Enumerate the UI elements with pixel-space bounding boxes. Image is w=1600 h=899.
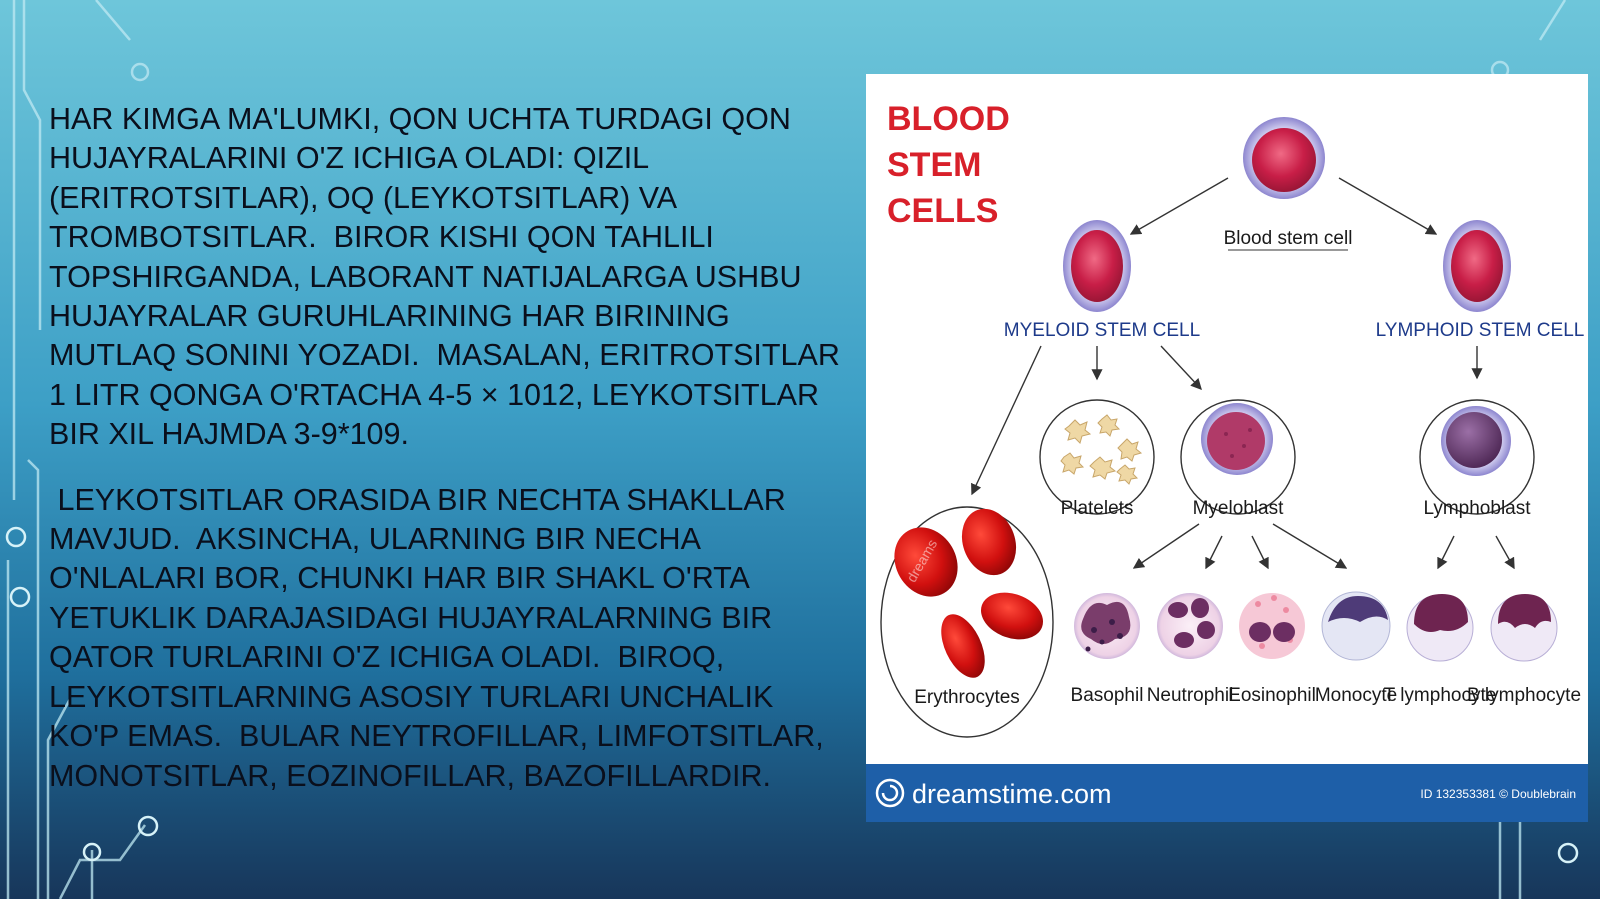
basophil-icon — [1074, 593, 1140, 659]
figure-title-line-1: BLOOD — [887, 100, 1010, 138]
watermark-brand: dreamstime.com — [912, 779, 1112, 809]
platelets-icon — [1060, 414, 1143, 485]
watermark-id: ID 132353381 © Doublebrain — [1420, 787, 1576, 801]
blood-stem-cells-diagram: BLOOD STEM CELLS Blood stem cell MYELOID… — [866, 74, 1588, 822]
lymphoid-stem-cell-icon — [1443, 220, 1511, 312]
label-myeloblast: Myeloblast — [1193, 498, 1285, 519]
label-lymphoblast: Lymphoblast — [1423, 498, 1531, 519]
label-b-lymphocyte: B lymphocyte — [1467, 685, 1581, 706]
watermark-bar: dreamstime.com ID 132353381 © Doublebrai… — [866, 764, 1588, 822]
label-lymphoid-stem-cell: LYMPHOID STEM CELL — [1376, 320, 1585, 341]
blood-stem-cell-icon — [1243, 117, 1325, 199]
label-blood-stem-cell: Blood stem cell — [1224, 228, 1353, 249]
slide-body-text: HAR KIMGA MA'LUMKI, QON UCHTA TURDAGI QO… — [49, 100, 849, 796]
label-t-lymphocyte: T lymphocyte — [1384, 685, 1497, 706]
dreamstime-logo-icon — [875, 778, 905, 808]
monocyte-icon — [1321, 591, 1391, 661]
paragraph-blood-cells: HAR KIMGA MA'LUMKI, QON UCHTA TURDAGI QO… — [49, 102, 849, 452]
t-lymphocyte-icon — [1406, 594, 1474, 662]
label-platelets: Platelets — [1061, 498, 1134, 519]
label-eosinophil: Eosinophil — [1228, 685, 1316, 706]
neutrophil-icon — [1157, 593, 1223, 659]
figure-title-line-2: STEM — [887, 146, 981, 184]
eosinophil-icon — [1239, 593, 1305, 659]
arrows — [971, 177, 1515, 570]
lymphoblast-icon — [1441, 406, 1511, 476]
b-lymphocyte-icon — [1490, 594, 1558, 662]
label-neutrophil: Neutrophil — [1147, 685, 1234, 706]
myeloblast-icon — [1201, 403, 1273, 475]
label-basophil: Basophil — [1071, 685, 1144, 706]
circuit-decoration-icon — [6, 0, 1567, 899]
figure-title-line-3: CELLS — [887, 192, 998, 230]
label-monocyte: Monocyte — [1315, 685, 1397, 706]
label-erythrocytes: Erythrocytes — [914, 687, 1020, 708]
label-myeloid-stem-cell: MYELOID STEM CELL — [1004, 320, 1200, 341]
paragraph-leukocytes: LEYKOTSITLAR ORASIDA BIR NECHTA SHAKLLAR… — [49, 482, 833, 793]
myeloid-stem-cell-icon — [1063, 220, 1131, 312]
erythrocytes-icon — [894, 508, 1043, 678]
